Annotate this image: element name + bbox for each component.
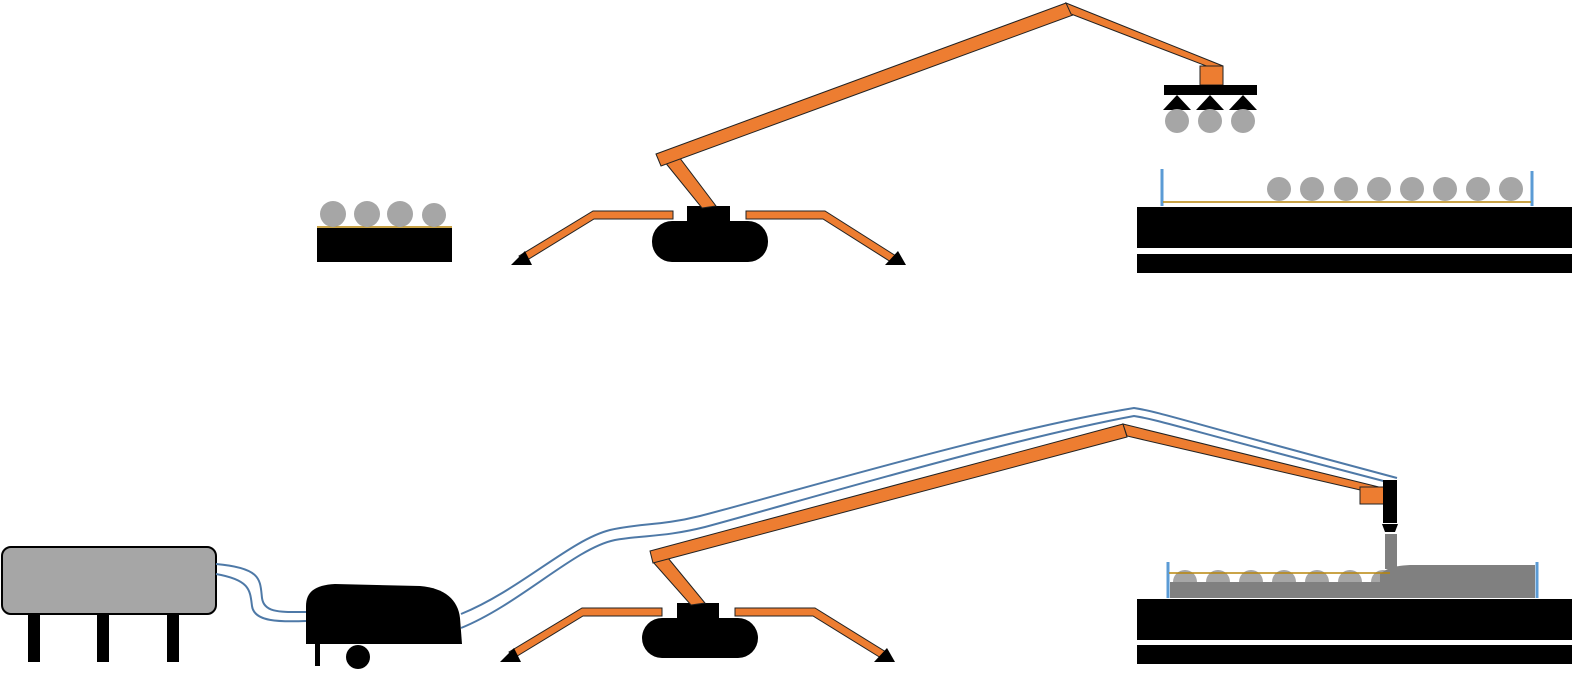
lifted-ball	[1165, 109, 1189, 133]
stacked-ball	[354, 201, 380, 227]
concrete-hose	[460, 406, 1398, 629]
jib	[1065, 2, 1224, 73]
tank-leg	[167, 614, 179, 662]
pour-nozzle	[1382, 480, 1398, 569]
placed-ball	[1300, 177, 1324, 201]
jib	[1122, 423, 1384, 496]
deck-base	[1137, 254, 1572, 273]
lower-boom	[663, 156, 717, 209]
outrigger-foot-left	[511, 251, 532, 265]
deck-base	[1137, 645, 1572, 664]
placed-ball	[1334, 177, 1358, 201]
lifted-ball	[1198, 109, 1222, 133]
suction-cup	[1163, 95, 1191, 110]
stacked-ball	[422, 203, 446, 227]
placed-ball	[1267, 177, 1291, 201]
outrigger-left	[508, 607, 663, 659]
outrigger-right	[745, 210, 897, 263]
nozzle-tip	[1382, 524, 1398, 532]
top-scene	[317, 2, 1572, 273]
crane-cab	[677, 603, 719, 621]
jib-head	[1199, 65, 1224, 86]
main-boom	[655, 2, 1074, 167]
concrete-tank	[1, 546, 217, 662]
concrete-fill-thin	[1170, 582, 1380, 598]
feed-hose	[215, 563, 307, 623]
pump-body	[306, 584, 462, 644]
lifter-bar	[1164, 85, 1257, 95]
concrete-stream	[1385, 534, 1397, 569]
pump-stand	[315, 644, 320, 666]
placed-ball	[1367, 177, 1391, 201]
lower-boom	[652, 557, 706, 606]
deck-slab	[1137, 599, 1572, 640]
placed-ball	[1400, 177, 1424, 201]
lifted-ball	[1231, 109, 1255, 133]
placed-ball	[1433, 177, 1457, 201]
tank-leg	[28, 614, 40, 662]
pump-wheel	[346, 645, 370, 669]
deck-slab	[1137, 207, 1572, 248]
formwork-deck-top	[1137, 169, 1572, 273]
ball-stack-pallet	[317, 201, 452, 262]
crawler-crane-bottom	[500, 423, 1385, 662]
suction-cup	[1229, 95, 1257, 110]
crawler-track	[652, 221, 768, 262]
outrigger-foot-right	[885, 251, 906, 265]
pallet-block	[317, 228, 452, 262]
formwork-deck-bottom	[1137, 562, 1572, 664]
outrigger-left	[518, 210, 674, 263]
crawler-track	[642, 618, 758, 658]
outrigger-foot-left	[500, 648, 521, 662]
placed-ball	[1466, 177, 1490, 201]
placed-ball	[1499, 177, 1523, 201]
outrigger-right	[734, 607, 887, 659]
stacked-ball	[387, 201, 413, 227]
vacuum-lifter	[1163, 85, 1257, 133]
suction-cup	[1196, 95, 1224, 110]
outrigger-foot-right	[874, 648, 895, 662]
concrete-fill-full	[1380, 565, 1535, 598]
tank-body	[1, 546, 217, 615]
main-boom	[649, 423, 1128, 564]
concrete-pump	[306, 584, 462, 669]
tank-leg	[97, 614, 109, 662]
nozzle-pipe	[1383, 480, 1397, 523]
jib-head	[1359, 486, 1385, 505]
crane-cab	[687, 206, 730, 224]
bottom-scene	[1, 406, 1572, 669]
stacked-ball	[320, 201, 346, 227]
crawler-crane-top	[511, 2, 1224, 265]
